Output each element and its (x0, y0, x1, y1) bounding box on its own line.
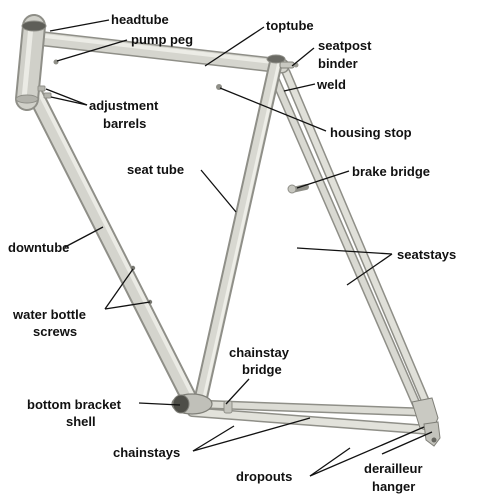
label-dropouts: dropouts (236, 469, 292, 484)
label-toptube: toptube (266, 18, 314, 33)
leader-chainstay-bridge (225, 378, 250, 405)
leader-toptube (204, 26, 265, 67)
brake-bridge-piece (287, 184, 309, 194)
leader-brake-bridge (296, 170, 350, 189)
label-weld: weld (316, 77, 346, 92)
leader-dropouts-b (309, 426, 425, 477)
label-chainstay-bridge-line1: chainstay (229, 345, 290, 360)
label-chainstays: chainstays (113, 445, 180, 460)
adjustment-barrel-2 (43, 92, 52, 99)
leader-weld (283, 83, 316, 92)
headtube-top-opening (21, 20, 47, 32)
label-seatstays: seatstays (397, 247, 456, 262)
leader-headtube (49, 19, 110, 32)
label-bottom-bracket-shell-line2: shell (66, 414, 96, 429)
label-adjustment-barrels-line2: barrels (103, 116, 146, 131)
headtube-tube (15, 14, 59, 111)
label-downtube: downtube (8, 240, 69, 255)
frame-illustration (15, 14, 441, 447)
leader-downtube (64, 226, 104, 248)
label-derailleur-hanger-line1: derailleur (364, 461, 423, 476)
leader-lines (45, 19, 433, 477)
labels: headtube pump peg toptube seatpost binde… (8, 12, 456, 494)
label-seatpost-binder-line1: seatpost (318, 38, 372, 53)
leader-bottom-bracket-shell (138, 402, 181, 406)
seat-cluster (266, 54, 299, 69)
leader-pump-peg (56, 39, 128, 62)
label-adjustment-barrels-line1: adjustment (89, 98, 159, 113)
leader-adjustment-barrels-b (50, 96, 88, 106)
dropouts-piece (411, 397, 441, 447)
label-headtube: headtube (111, 12, 169, 27)
derailleur-hanger-hole (431, 437, 437, 443)
label-water-bottle-screws-line1: water bottle (12, 307, 86, 322)
label-chainstay-bridge-line2: bridge (242, 362, 282, 377)
leader-housing-stop (219, 87, 327, 132)
leader-chainstays-a (192, 425, 235, 452)
leader-adjustment-barrels-a (45, 88, 88, 106)
seat-tube-tube (193, 55, 283, 409)
headtube-bottom-opening (15, 94, 39, 104)
seattube-top-opening (266, 54, 286, 64)
water-bottle-screw-1 (130, 265, 136, 271)
label-water-bottle-screws-line2: screws (33, 324, 77, 339)
chainstays-tubes (187, 399, 435, 435)
adjustment-barrel-1 (37, 85, 46, 92)
leader-seat-tube (200, 169, 237, 213)
leader-water-bottle-screws-b (104, 301, 151, 310)
leader-chainstays-b (192, 417, 311, 452)
label-bottom-bracket-shell-line1: bottom bracket (27, 397, 122, 412)
chainstay-bridge (223, 400, 233, 414)
label-housing-stop: housing stop (330, 125, 412, 140)
label-seat-tube: seat tube (127, 162, 184, 177)
seatstays-tubes (267, 67, 435, 417)
leader-derailleur-hanger (381, 431, 433, 455)
label-seatpost-binder-line2: binder (318, 56, 358, 71)
label-derailleur-hanger-line2: hanger (372, 479, 415, 494)
leader-seatstays-a (296, 247, 393, 255)
label-brake-bridge: brake bridge (352, 164, 430, 179)
leader-seatstays-b (346, 253, 393, 286)
brake-bridge-boss (287, 184, 297, 194)
seatpost-binder-clamp (279, 61, 295, 69)
label-pump-peg: pump peg (131, 32, 193, 47)
leader-water-bottle-screws-a (104, 268, 134, 310)
leader-seatpost-binder (291, 47, 315, 67)
leader-dropouts-a (309, 447, 351, 477)
bottom-bracket-shell-piece (171, 393, 213, 415)
toptube-tube (28, 30, 290, 90)
downtube-tube (25, 83, 201, 413)
